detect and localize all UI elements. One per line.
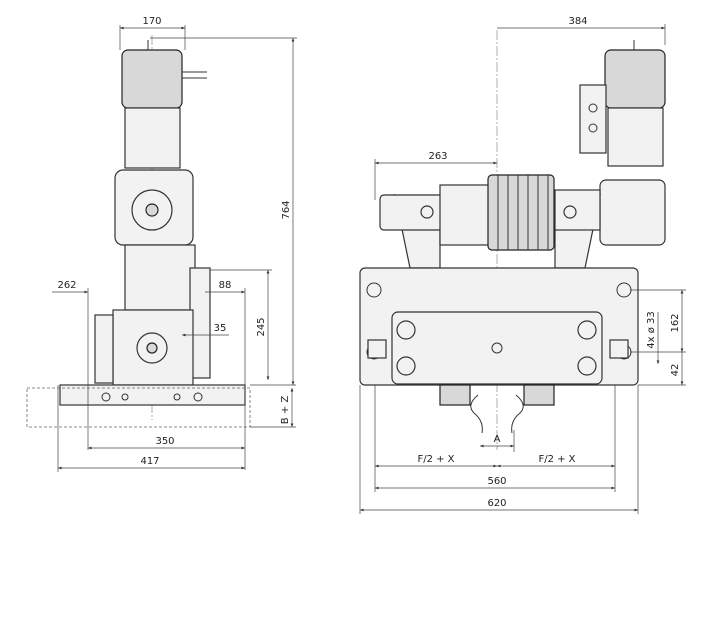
dim-holes: 4x ø 33: [646, 311, 657, 348]
terminal-box: [579, 84, 607, 154]
dim-a: A: [494, 434, 501, 445]
left-pivot: [420, 205, 434, 219]
clamp-bolt: [577, 356, 597, 376]
dim-half-right: F/2 + X: [538, 454, 575, 465]
dim-350: 350: [155, 436, 174, 447]
clamp-block: [391, 311, 603, 385]
right-stop: [609, 339, 629, 359]
dim-384: 384: [568, 16, 587, 27]
dim-162: 162: [670, 313, 681, 332]
left-arm-head: [379, 194, 446, 231]
right-rail-clamp: [523, 384, 555, 406]
bellows-ribs: [497, 175, 549, 250]
left-rail-clamp: [439, 384, 471, 406]
dim-262: 262: [57, 280, 76, 291]
left-stop: [367, 339, 387, 359]
side-view: 170 764 262 88 35 245 B + Z 350 417: [26, 16, 297, 472]
cable-gland: [588, 123, 598, 133]
center-hole: [491, 342, 503, 354]
dim-35: 35: [214, 323, 227, 334]
motor-body: [607, 107, 664, 167]
motor-fan-cover: [121, 49, 183, 109]
cable-gland: [588, 103, 598, 113]
column: [124, 244, 196, 311]
dim-263: 263: [428, 151, 447, 162]
clamp-bolt: [396, 320, 416, 340]
drum-housing: [439, 184, 491, 246]
dim-417: 417: [140, 456, 159, 467]
dim-b-plus-z: B + Z: [280, 396, 291, 425]
base-hole: [101, 392, 111, 402]
dim-620: 620: [487, 498, 506, 509]
clamp-bolt: [396, 356, 416, 376]
housing-cover: [94, 314, 114, 384]
gearbox-hub: [145, 203, 159, 217]
base-hole: [173, 393, 181, 401]
motor-body: [124, 107, 181, 169]
motor-fan-cover: [604, 49, 666, 109]
mounting-hole: [366, 282, 382, 298]
dim-42: 42: [670, 364, 681, 377]
dim-764: 764: [281, 200, 292, 219]
right-arm-head: [554, 189, 601, 231]
dim-560: 560: [487, 476, 506, 487]
dim-88: 88: [219, 280, 232, 291]
clamp-bolt: [577, 320, 597, 340]
dim-half-left: F/2 + X: [417, 454, 454, 465]
dim-245: 245: [256, 317, 267, 336]
base-hole: [193, 392, 203, 402]
dim-170: 170: [142, 16, 161, 27]
base-hole: [121, 393, 129, 401]
gearbox: [599, 179, 666, 246]
front-view: 384 263 4x ø 33 162 42 A F/2 + X F/2 + X…: [359, 16, 686, 514]
right-pivot: [563, 205, 577, 219]
shaft-hub: [146, 342, 158, 354]
motor-cables: [182, 71, 207, 79]
rail-outline: [26, 387, 251, 428]
rail-profile: [470, 394, 524, 434]
